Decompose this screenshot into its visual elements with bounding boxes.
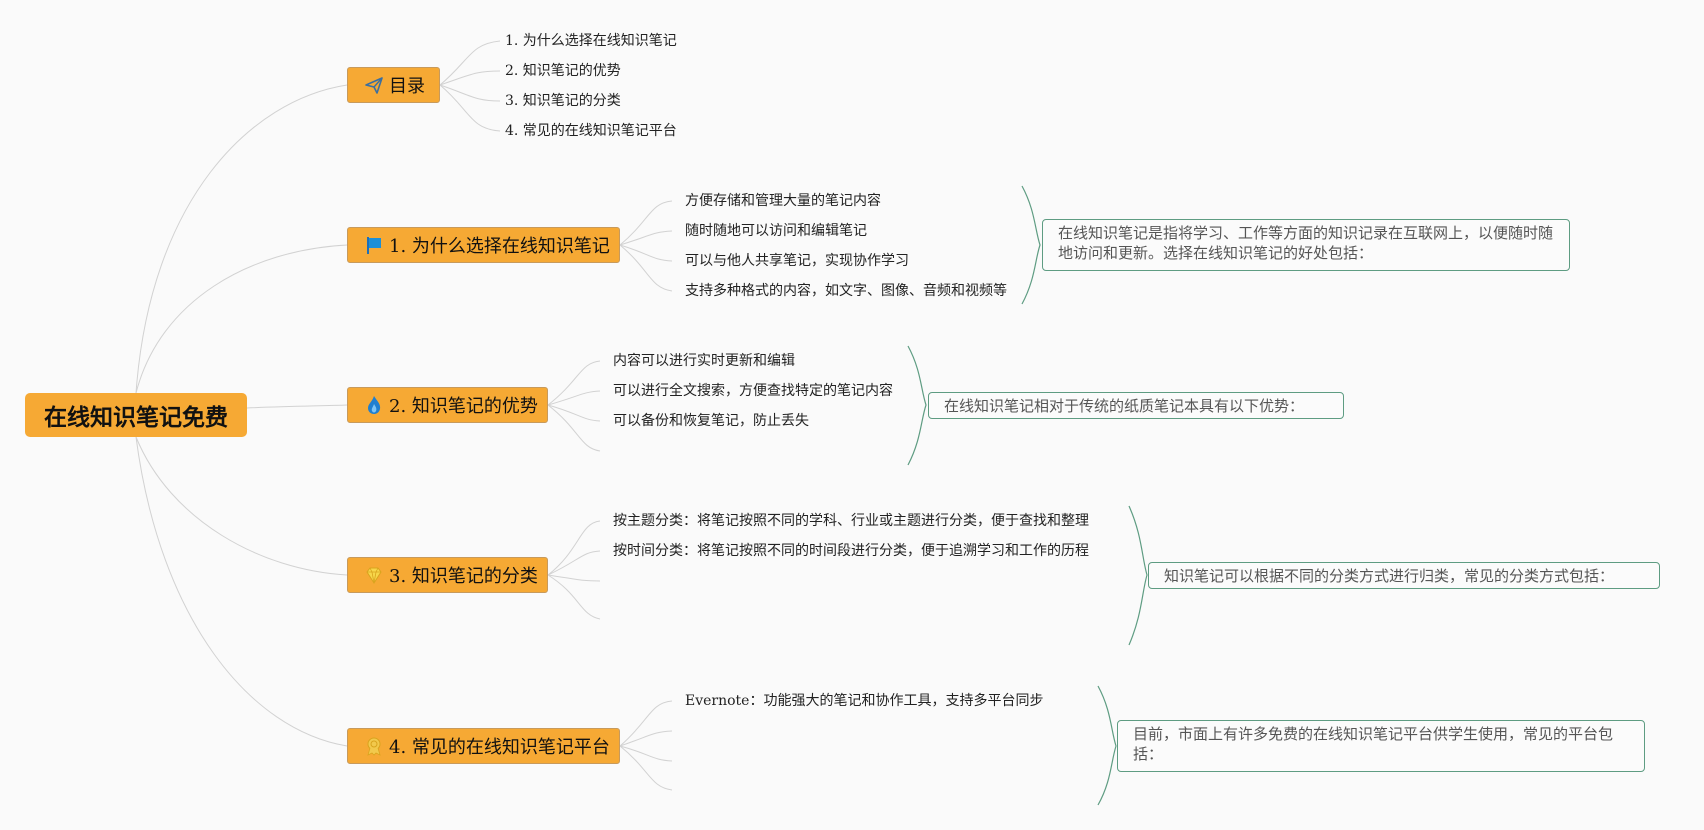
topic-toc[interactable]: 目录 bbox=[347, 67, 440, 103]
connector-root-t3 bbox=[135, 436, 348, 576]
leaf-item[interactable]: 随时随地可以访问和编辑笔记 bbox=[685, 223, 867, 239]
topic-label: 3. 知识笔记的分类 bbox=[389, 566, 538, 587]
connector-toc-2 bbox=[439, 70, 501, 86]
connector-toc-4 bbox=[439, 84, 501, 132]
summary-bracket-t2 bbox=[907, 345, 927, 466]
connector-root-t2 bbox=[246, 404, 348, 409]
leaf-item[interactable]: 可以备份和恢复笔记，防止丢失 bbox=[613, 413, 809, 429]
connector-t3-4 bbox=[547, 574, 601, 620]
summary-text: 知识笔记可以根据不同的分类方式进行归类，常见的分类方式包括： bbox=[1164, 567, 1615, 585]
connector-t2-1 bbox=[547, 360, 601, 406]
connector-toc-1 bbox=[439, 40, 501, 86]
connector-toc-3 bbox=[439, 84, 501, 102]
connector-t2-3 bbox=[547, 404, 601, 422]
topic-why-online-notes[interactable]: 1. 为什么选择在线知识笔记 bbox=[347, 227, 620, 263]
connector-t3-2 bbox=[547, 550, 601, 576]
award-icon bbox=[364, 736, 384, 756]
connector-root-toc bbox=[135, 84, 348, 394]
gem-icon bbox=[364, 565, 384, 585]
topic-label: 1. 为什么选择在线知识笔记 bbox=[389, 236, 610, 257]
connector-t4-4 bbox=[619, 745, 673, 791]
summary-text: 在线知识笔记是指将学习、工作等方面的知识记录在互联网上，以便随时随地访问和更新。… bbox=[1058, 224, 1554, 262]
leaf-item[interactable]: 可以进行全文搜索，方便查找特定的笔记内容 bbox=[613, 383, 893, 399]
connector-t3-1 bbox=[547, 520, 601, 576]
summary-bracket-t4 bbox=[1097, 685, 1117, 806]
leaf-item[interactable]: 按主题分类：将笔记按照不同的学科、行业或主题进行分类，便于查找和整理 bbox=[613, 513, 1089, 529]
connector-t4-3 bbox=[619, 745, 673, 762]
leaf-item[interactable]: 按时间分类：将笔记按照不同的时间段进行分类，便于追溯学习和工作的历程 bbox=[613, 543, 1089, 559]
root-label: 在线知识笔记免费 bbox=[44, 405, 228, 431]
connector-t1-1 bbox=[619, 200, 673, 246]
connector-t2-2 bbox=[547, 390, 601, 406]
root-node[interactable]: 在线知识笔记免费 bbox=[25, 393, 247, 437]
flame-icon bbox=[364, 395, 384, 415]
topic-categories[interactable]: 3. 知识笔记的分类 bbox=[347, 557, 548, 593]
connector-t1-2 bbox=[619, 230, 673, 246]
topic-label: 2. 知识笔记的优势 bbox=[389, 396, 538, 417]
summary-categories[interactable]: 知识笔记可以根据不同的分类方式进行归类，常见的分类方式包括： bbox=[1148, 562, 1660, 589]
leaf-item[interactable]: Evernote：功能强大的笔记和协作工具，支持多平台同步 bbox=[685, 693, 1044, 709]
connector-t3-3 bbox=[547, 574, 601, 582]
leaf-item[interactable]: 内容可以进行实时更新和编辑 bbox=[613, 353, 795, 369]
topic-advantages[interactable]: 2. 知识笔记的优势 bbox=[347, 387, 548, 423]
leaf-item[interactable]: 方便存储和管理大量的笔记内容 bbox=[685, 193, 881, 209]
toc-item[interactable]: 3. 知识笔记的分类 bbox=[505, 93, 621, 109]
connector-root-t1 bbox=[135, 244, 348, 394]
connector-t2-4 bbox=[547, 404, 601, 452]
summary-advantages[interactable]: 在线知识笔记相对于传统的纸质笔记本具有以下优势： bbox=[928, 392, 1344, 419]
leaf-item[interactable]: 支持多种格式的内容，如文字、图像、音频和视频等 bbox=[685, 283, 1007, 299]
topic-label: 目录 bbox=[389, 76, 425, 97]
summary-why-online-notes[interactable]: 在线知识笔记是指将学习、工作等方面的知识记录在互联网上，以便随时随地访问和更新。… bbox=[1042, 219, 1570, 271]
summary-bracket-t3 bbox=[1128, 505, 1148, 646]
topic-platforms[interactable]: 4. 常见的在线知识笔记平台 bbox=[347, 728, 620, 764]
paper-plane-icon bbox=[364, 75, 384, 95]
toc-item[interactable]: 2. 知识笔记的优势 bbox=[505, 63, 621, 79]
connector-t4-1 bbox=[619, 700, 673, 747]
topic-label: 4. 常见的在线知识笔记平台 bbox=[389, 737, 610, 758]
toc-item[interactable]: 1. 为什么选择在线知识笔记 bbox=[505, 33, 677, 49]
summary-bracket-t1 bbox=[1021, 185, 1041, 305]
connector-root-t4 bbox=[135, 436, 348, 747]
connector-t1-4 bbox=[619, 244, 673, 292]
connector-t4-2 bbox=[619, 730, 673, 747]
flag-icon bbox=[364, 235, 384, 255]
summary-text: 在线知识笔记相对于传统的纸质笔记本具有以下优势： bbox=[944, 397, 1305, 415]
summary-text: 目前，市面上有许多免费的在线知识笔记平台供学生使用，常见的平台包括： bbox=[1133, 725, 1614, 763]
connector-t1-3 bbox=[619, 244, 673, 262]
toc-item[interactable]: 4. 常见的在线知识笔记平台 bbox=[505, 123, 677, 139]
summary-platforms[interactable]: 目前，市面上有许多免费的在线知识笔记平台供学生使用，常见的平台包括： bbox=[1117, 720, 1645, 772]
leaf-item[interactable]: 可以与他人共享笔记，实现协作学习 bbox=[685, 253, 909, 269]
